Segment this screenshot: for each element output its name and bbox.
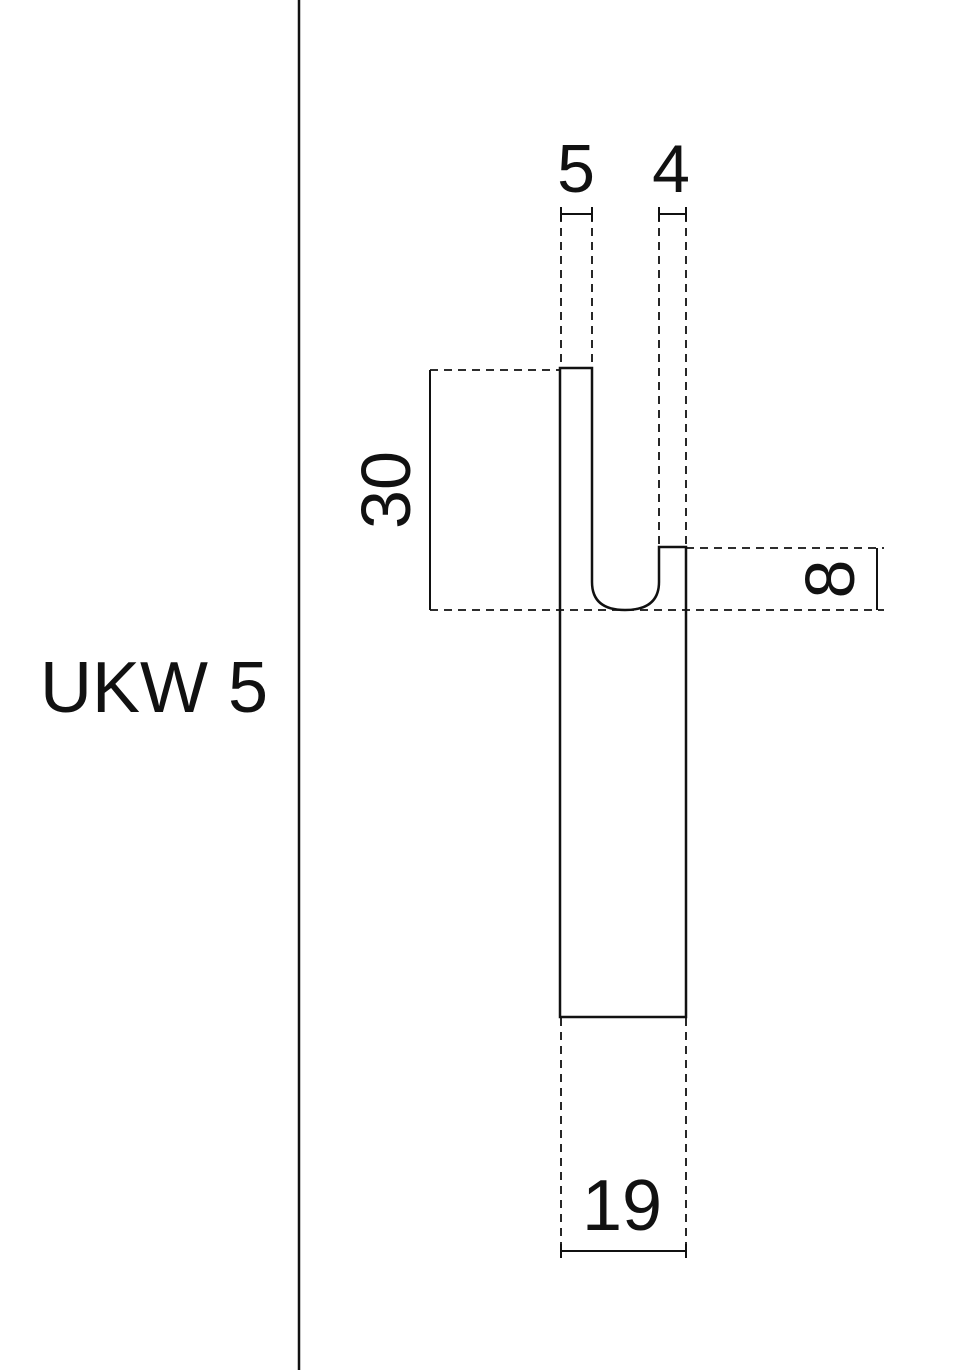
dimension-top-left-width: 5 bbox=[557, 131, 595, 207]
dimension-lines bbox=[429, 207, 878, 1258]
dimension-right-height: 8 bbox=[791, 560, 869, 599]
dimension-left-height: 30 bbox=[347, 451, 425, 529]
dimension-bottom-width: 19 bbox=[582, 1166, 662, 1246]
profile-outline bbox=[558, 366, 688, 1019]
dashed-extension-lines bbox=[430, 214, 884, 1251]
profile-label: UKW 5 bbox=[40, 648, 269, 728]
dimension-top-right-width: 4 bbox=[652, 131, 690, 207]
